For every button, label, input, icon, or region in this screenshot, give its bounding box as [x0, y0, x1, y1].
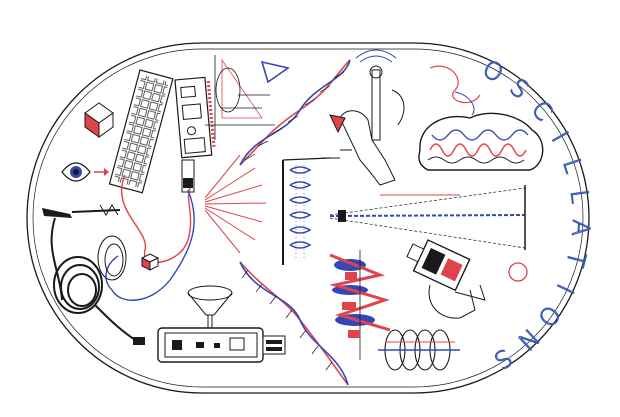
title-letter: O: [478, 55, 508, 89]
title-letter: L: [565, 188, 595, 205]
title-letter: I: [551, 280, 579, 298]
blue-triangle-icon: [260, 60, 290, 84]
board-connector: [181, 159, 195, 193]
brain-icon: [418, 112, 544, 171]
projection-beam: [329, 185, 526, 250]
funnel-icon: [187, 285, 233, 330]
signal-cables: [105, 174, 195, 301]
coil-spring: [378, 329, 460, 371]
geometry-diagram: [205, 55, 275, 140]
red-circle-icon: [508, 262, 528, 282]
small-cube-icon: [84, 102, 114, 138]
small-box-icon: [140, 253, 160, 271]
projector-device: [406, 239, 471, 292]
stadium-frame: [26, 42, 590, 394]
hand-with-probe: [322, 49, 405, 186]
hand-holding-device: [428, 284, 486, 319]
spring-coil-column: [282, 157, 331, 265]
radiating-rays: [204, 154, 267, 254]
dna-helix-top: [239, 59, 351, 166]
eye-icon: [61, 162, 109, 182]
title-letter: N: [512, 323, 544, 356]
earbud-outline: [97, 235, 127, 281]
dna-helix-bottom: [239, 261, 349, 386]
antenna-icon: [42, 204, 121, 218]
blue-squiggle: [454, 91, 475, 116]
title-letter: S: [489, 343, 517, 375]
coiled-cable: [50, 217, 145, 345]
title-letter: A: [566, 219, 595, 237]
title-letter: O: [532, 300, 566, 332]
red-squiggle: [429, 65, 481, 104]
circuit-board: [174, 76, 216, 159]
keyboard-device: [108, 69, 174, 194]
wave-packets: [329, 250, 391, 360]
usb-stick-icon: [157, 327, 286, 363]
